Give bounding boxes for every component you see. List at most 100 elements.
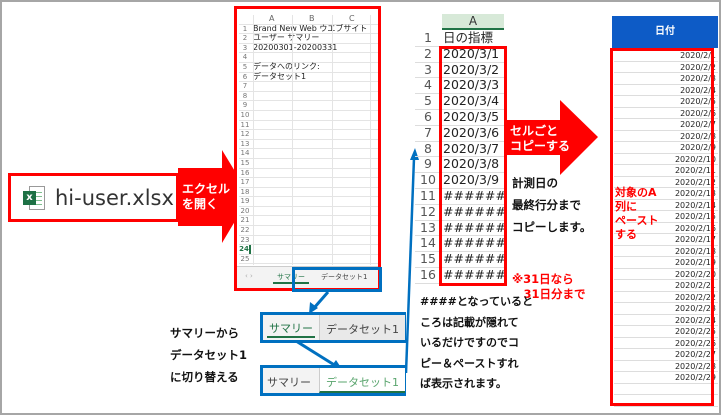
tab-dataset1[interactable]: データセット1 — [319, 315, 405, 340]
date-cell[interactable]: 2020/2/26 — [614, 338, 718, 349]
sheet-row[interactable]: 4 — [239, 53, 378, 63]
sheet-row[interactable]: 13 — [239, 140, 378, 150]
sheet-row[interactable]: 11######## — [415, 188, 507, 205]
cell-a[interactable]: 2020/3/3 — [443, 77, 500, 93]
date-column-header[interactable]: 日付 — [612, 16, 718, 48]
date-cell[interactable]: 2020/2/24 — [614, 315, 718, 326]
sheet-row[interactable]: 17 — [239, 178, 378, 188]
column-header[interactable]: C — [349, 14, 355, 23]
date-cell[interactable]: 2020/2/11 — [614, 165, 718, 177]
cell-a[interactable]: 2020/3/9 — [443, 172, 500, 188]
sheet-row[interactable]: 10 — [239, 111, 378, 121]
date-cell[interactable]: 2020/2/7 — [614, 119, 718, 131]
sheet-row[interactable]: 16 — [239, 169, 378, 179]
sheet-row[interactable]: 19 — [239, 197, 378, 207]
cell-a[interactable]: 20200301-20200331 — [253, 42, 338, 52]
date-cell[interactable]: 2020/2/21 — [614, 280, 718, 292]
tab-summary-active[interactable]: サマリー — [267, 320, 315, 338]
cell-a[interactable]: ######## — [443, 251, 507, 267]
cell-a[interactable]: ######## — [443, 188, 507, 203]
sheet-row[interactable]: 21 — [239, 216, 378, 227]
cell-a[interactable]: 2020/3/7 — [443, 140, 500, 156]
date-cell[interactable]: 2020/2/4 — [614, 85, 718, 96]
date-cell[interactable]: 2020/2/9 — [614, 142, 718, 154]
sheet-row[interactable]: 11 — [239, 121, 378, 131]
sheet-row[interactable]: 18 — [239, 188, 378, 198]
date-cell[interactable]: 2020/2/17 — [614, 234, 718, 246]
date-cell[interactable]: 2020/2/25 — [614, 326, 718, 338]
tab-dataset1[interactable]: データセット1 — [321, 273, 368, 281]
tab-dataset1-active[interactable]: データセット1 — [319, 368, 405, 393]
sheet-row[interactable]: 9 — [239, 101, 378, 111]
cell-a[interactable]: ######## — [443, 235, 507, 251]
cell-a[interactable]: 2020/3/2 — [443, 61, 500, 77]
sheet-row[interactable]: 14 — [239, 149, 378, 159]
sheet-row[interactable]: 7 — [239, 82, 378, 92]
cell-a[interactable]: 2020/3/5 — [443, 109, 500, 124]
date-cell[interactable]: 2020/2/29 — [614, 372, 718, 384]
sheet-row[interactable]: 25 — [239, 255, 378, 265]
date-cell[interactable]: 2020/2/18 — [614, 246, 718, 257]
file-box[interactable]: x hi-user.xlsx — [8, 173, 179, 222]
cell-a[interactable]: データへのリンク: — [253, 61, 320, 71]
column-header[interactable]: A — [269, 14, 275, 23]
date-cell[interactable]: 2020/2/27 — [614, 349, 718, 361]
sheet-row[interactable]: 23 — [239, 236, 378, 246]
date-cell[interactable]: 2020/2/6 — [614, 108, 718, 119]
cell-a[interactable]: ユーザー サマリー — [253, 33, 320, 43]
scroll-arrows-icon[interactable]: ‹ › — [245, 272, 253, 280]
date-cell[interactable]: 2020/2/16 — [614, 223, 718, 234]
sheet-row[interactable]: 12 — [239, 130, 378, 140]
cell-a[interactable]: データセット1 — [253, 71, 307, 81]
date-cell[interactable]: 2020/2/8 — [614, 131, 718, 142]
date-cell[interactable]: 2020/2/12 — [614, 177, 718, 188]
date-cell[interactable]: 2020/2/2 — [614, 62, 718, 73]
cell-a[interactable]: ######## — [443, 267, 507, 282]
column-header[interactable]: B — [309, 14, 315, 23]
date-cell[interactable] — [614, 395, 718, 407]
sheet-row[interactable]: 15######## — [415, 251, 507, 268]
sheet-row[interactable]: 14######## — [415, 235, 507, 253]
date-cell[interactable] — [614, 384, 718, 395]
tab-summary[interactable]: サマリー — [273, 272, 309, 284]
cell-a[interactable]: 2020/3/8 — [443, 156, 500, 172]
date-cell[interactable]: 2020/2/23 — [614, 303, 718, 315]
sheet-row[interactable]: 12######## — [415, 203, 507, 221]
cell-a[interactable]: 2020/3/4 — [443, 93, 500, 109]
sheet-row[interactable]: 13######## — [415, 219, 507, 237]
sheet-row[interactable]: 15 — [239, 159, 378, 169]
cell-a[interactable]: ######## — [443, 203, 507, 219]
sheet-row[interactable]: 24 — [239, 245, 378, 255]
date-cell[interactable]: 2020/2/1 — [614, 50, 718, 62]
date-cell[interactable]: 2020/2/3 — [614, 73, 718, 85]
date-cell[interactable]: 2020/2/19 — [614, 257, 718, 269]
date-cell[interactable]: 2020/2/15 — [614, 211, 718, 223]
sheet-row[interactable]: 8 — [239, 92, 378, 102]
date-cell[interactable]: 2020/2/20 — [614, 269, 718, 280]
cell-a[interactable]: 2020/3/6 — [443, 124, 500, 140]
date-cell[interactable]: 2020/2/28 — [614, 361, 718, 372]
tab-summary[interactable]: サマリー — [267, 376, 311, 389]
cell-a[interactable]: ######## — [443, 219, 507, 235]
date-cell[interactable]: 2020/2/22 — [614, 292, 718, 303]
sheet-row[interactable]: 20 — [239, 207, 378, 217]
sheet-row[interactable]: 22 — [239, 226, 378, 236]
date-cell[interactable]: 2020/2/10 — [614, 154, 718, 165]
cell-a[interactable]: 日の指標 — [443, 30, 494, 45]
column-a-header[interactable]: A — [442, 14, 504, 30]
cell-a[interactable]: Brand New Web ウエブサイト — [253, 23, 368, 33]
